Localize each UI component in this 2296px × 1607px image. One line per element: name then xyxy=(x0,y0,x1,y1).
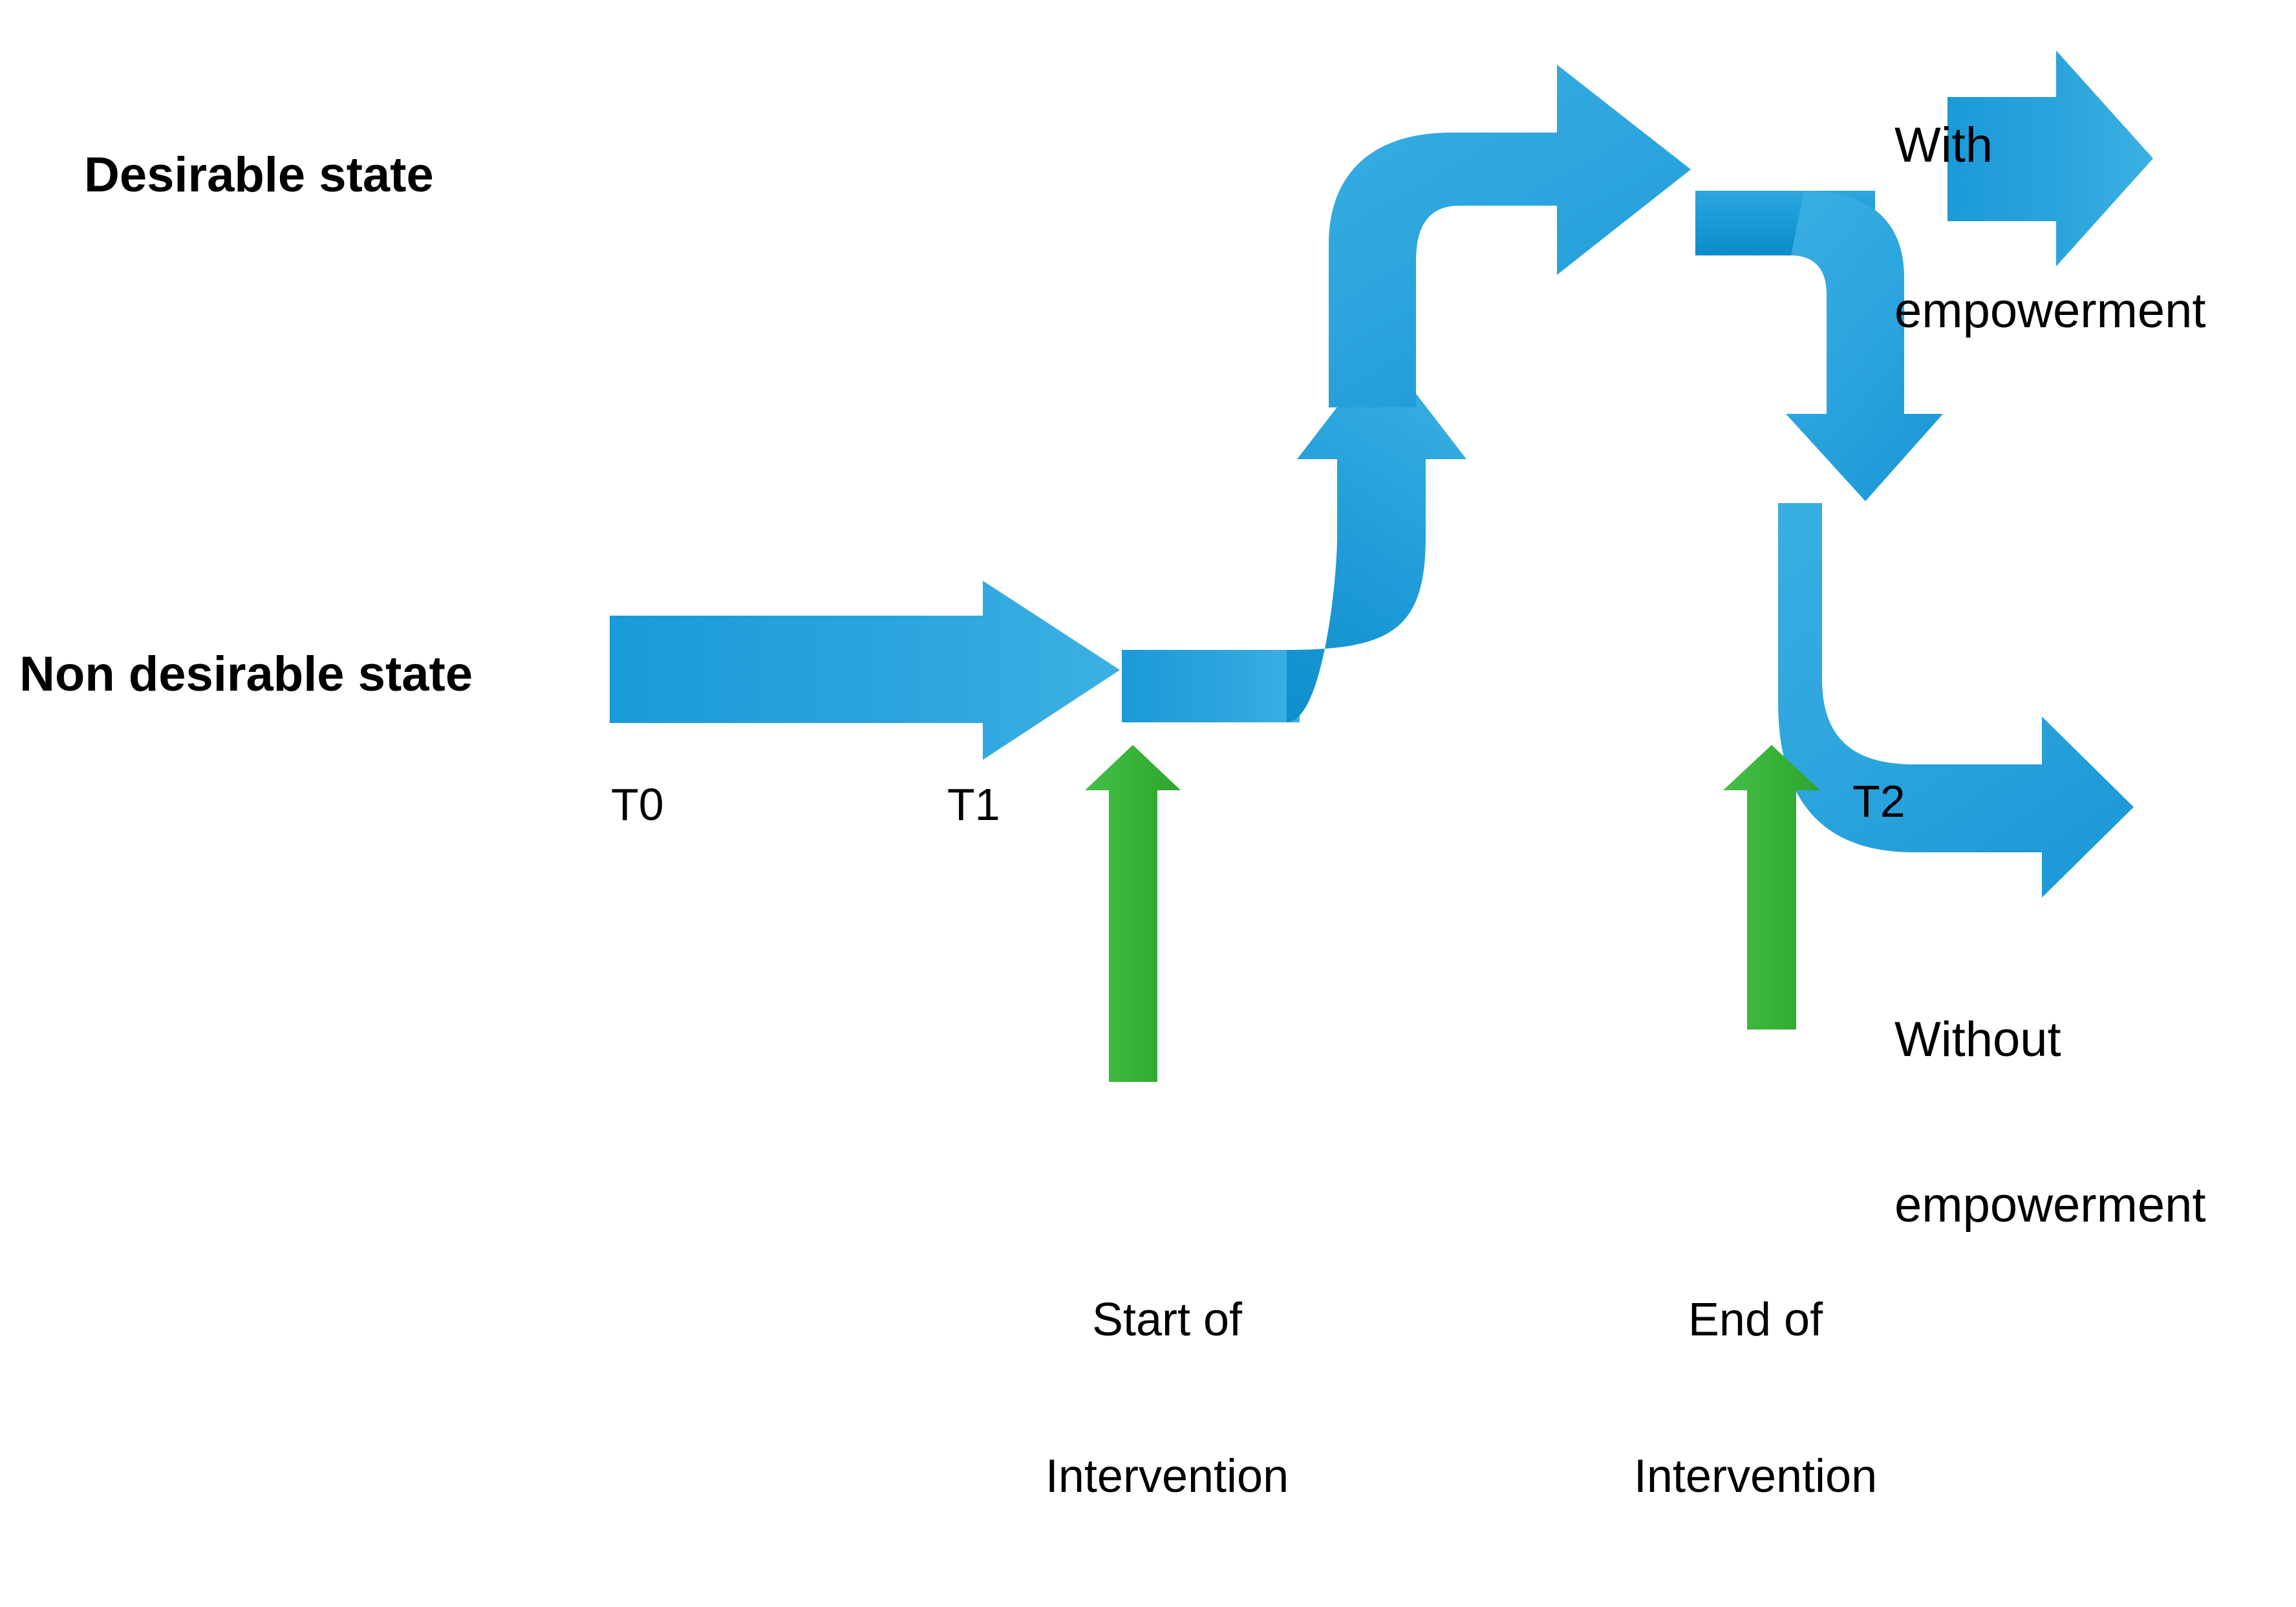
start-of-intervention-line-1: Start of xyxy=(1091,1294,1243,1346)
time-label-t2: T2 xyxy=(1852,776,1905,826)
end-of-intervention-arrow xyxy=(1723,745,1820,1030)
with-empowerment-line-2: empowerment xyxy=(1894,283,2206,338)
start-of-intervention-label: Start of Intervention xyxy=(1028,1190,1306,1607)
desirable-state-label: Desirable state xyxy=(84,147,434,202)
diagram-canvas: Desirable state Non desirable state T0 T… xyxy=(19,8,2206,1503)
end-of-intervention-label: End of Intervention xyxy=(1616,1190,1894,1607)
non-desirable-state-label: Non desirable state xyxy=(19,647,473,702)
without-empowerment-label: Without empowerment xyxy=(1894,902,2206,1343)
with-empowerment-arrow xyxy=(1947,50,2153,266)
with-empowerment-label: With empowerment xyxy=(1894,8,2206,448)
end-of-intervention-line-2: Intervention xyxy=(1633,1451,1878,1503)
top-rise-to-right-arrow xyxy=(1329,65,1691,407)
time-label-t1: T1 xyxy=(947,779,1000,830)
with-empowerment-line-1: With xyxy=(1894,118,1993,173)
start-of-intervention-arrow xyxy=(1085,745,1181,1082)
time-label-t0: T0 xyxy=(611,779,664,830)
without-empowerment-elbow-arrow xyxy=(1778,503,2134,898)
baseline-connector-bar xyxy=(1122,650,1300,722)
non-desirable-baseline-arrow xyxy=(610,581,1120,760)
without-empowerment-line-2: empowerment xyxy=(1894,1177,2206,1233)
arrow-graphics-layer xyxy=(610,50,2153,1082)
start-of-intervention-line-2: Intervention xyxy=(1045,1451,1289,1503)
without-empowerment-line-1: Without xyxy=(1894,1012,2061,1068)
desirable-to-decline-elbow-arrow xyxy=(1786,191,1943,501)
end-of-intervention-line-1: End of xyxy=(1688,1294,1823,1346)
improvement-elbow-arrow xyxy=(1287,349,1466,722)
